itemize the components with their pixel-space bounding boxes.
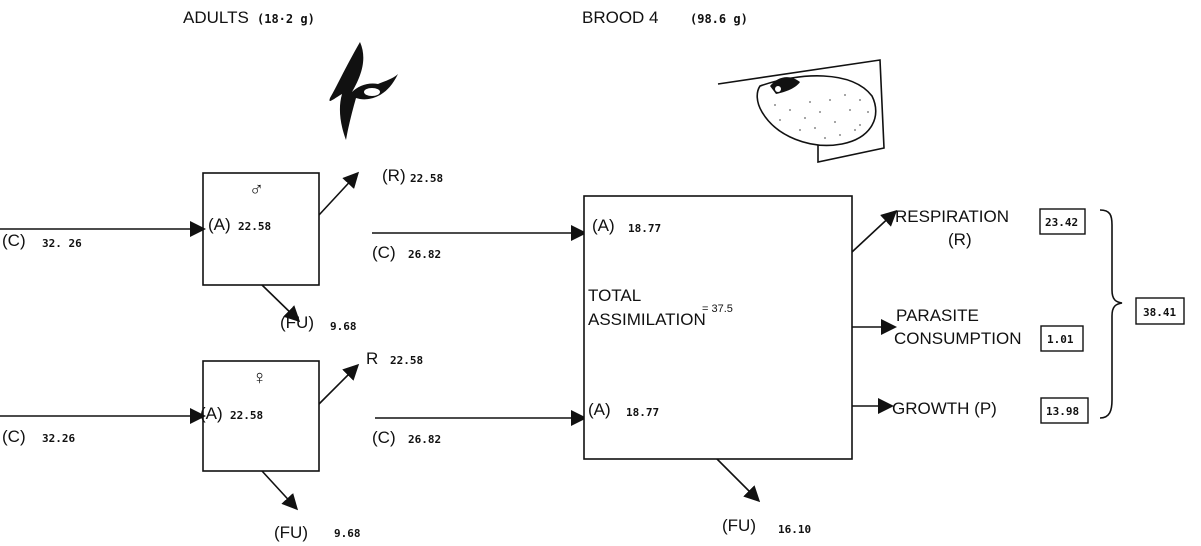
male-adult-box	[202, 172, 320, 286]
brood-mass: (98.6 g)	[690, 12, 748, 26]
mud-nest-icon	[717, 59, 885, 163]
brood-egestion-value: 16.10	[778, 523, 811, 536]
male-assimilation-label: (A)	[208, 215, 231, 234]
brood-top-consumption-value: 26.82	[408, 248, 441, 261]
female-respiration-arrow	[318, 363, 360, 405]
parasite-value: 1.01	[1047, 333, 1074, 346]
female-symbol: ♀	[252, 367, 267, 389]
female-adult-box	[202, 360, 320, 472]
female-assimilation-value: 22.58	[230, 409, 263, 422]
growth-value-box	[1040, 397, 1089, 424]
brood-top-assimilation-value: 18.77	[628, 222, 661, 235]
parasite-value-box	[1040, 325, 1084, 352]
male-symbol: ♂	[249, 179, 264, 201]
growth-label: GROWTH (P)	[892, 399, 997, 418]
male-consumption-label: (C)	[2, 231, 26, 250]
brood-egestion-arrow	[716, 458, 761, 503]
male-egestion-label: (FU)	[280, 313, 314, 332]
female-egestion-label: (FU)	[274, 523, 308, 542]
female-consumption-label: (C)	[2, 427, 26, 446]
female-respiration-value: 22.58	[390, 354, 423, 367]
brood-top-consumption-label: (C)	[372, 243, 396, 262]
male-respiration-value: 22.58	[410, 172, 443, 185]
male-consumption-value: 32. 26	[42, 237, 82, 250]
female-consumption-value: 32.26	[42, 432, 75, 445]
total-assimilation-value: = 37.5	[702, 303, 733, 315]
brood-bottom-assimilation-value: 18.77	[626, 406, 659, 419]
brood-egestion-label: (FU)	[722, 516, 756, 535]
brood-box	[583, 195, 853, 460]
swallow-bird-icon	[329, 42, 398, 140]
parasite-label-line1: PARASITE	[896, 306, 979, 325]
respiration-label-line2: (R)	[948, 230, 972, 249]
respiration-label-line1: RESPIRATION	[895, 207, 1009, 226]
brood-heading: BROOD 4	[582, 8, 659, 27]
adults-heading: ADULTS	[183, 8, 249, 27]
male-egestion-arrow	[261, 284, 301, 323]
total-assimilation-line1: TOTAL	[588, 286, 641, 305]
summary-brace	[1099, 209, 1123, 419]
brood-top-assimilation-label: (A)	[592, 216, 615, 235]
male-assimilation-value: 22.58	[238, 220, 271, 233]
brood-bottom-consumption-value: 26.82	[408, 433, 441, 446]
male-respiration-arrow	[318, 171, 360, 216]
respiration-value-box	[1039, 208, 1086, 235]
adults-mass: (18·2 g)	[257, 12, 315, 26]
total-assimilation-line2: ASSIMILATION	[588, 310, 706, 329]
respiration-value: 23.42	[1045, 216, 1078, 229]
male-respiration-label: (R)	[382, 166, 406, 185]
female-egestion-value: 9.68	[334, 527, 361, 540]
brood-bottom-assimilation-label: (A)	[588, 400, 611, 419]
respiration-arrow	[851, 209, 898, 253]
female-assimilation-label: (A)	[200, 404, 223, 423]
female-respiration-label: R	[366, 349, 378, 368]
total-output-value: 38.41	[1143, 306, 1176, 319]
total-output-box	[1135, 297, 1185, 325]
parasite-label-line2: CONSUMPTION	[894, 329, 1022, 348]
female-egestion-arrow	[261, 470, 299, 511]
male-egestion-value: 9.68	[330, 320, 357, 333]
brood-bottom-consumption-label: (C)	[372, 428, 396, 447]
growth-value: 13.98	[1046, 405, 1079, 418]
